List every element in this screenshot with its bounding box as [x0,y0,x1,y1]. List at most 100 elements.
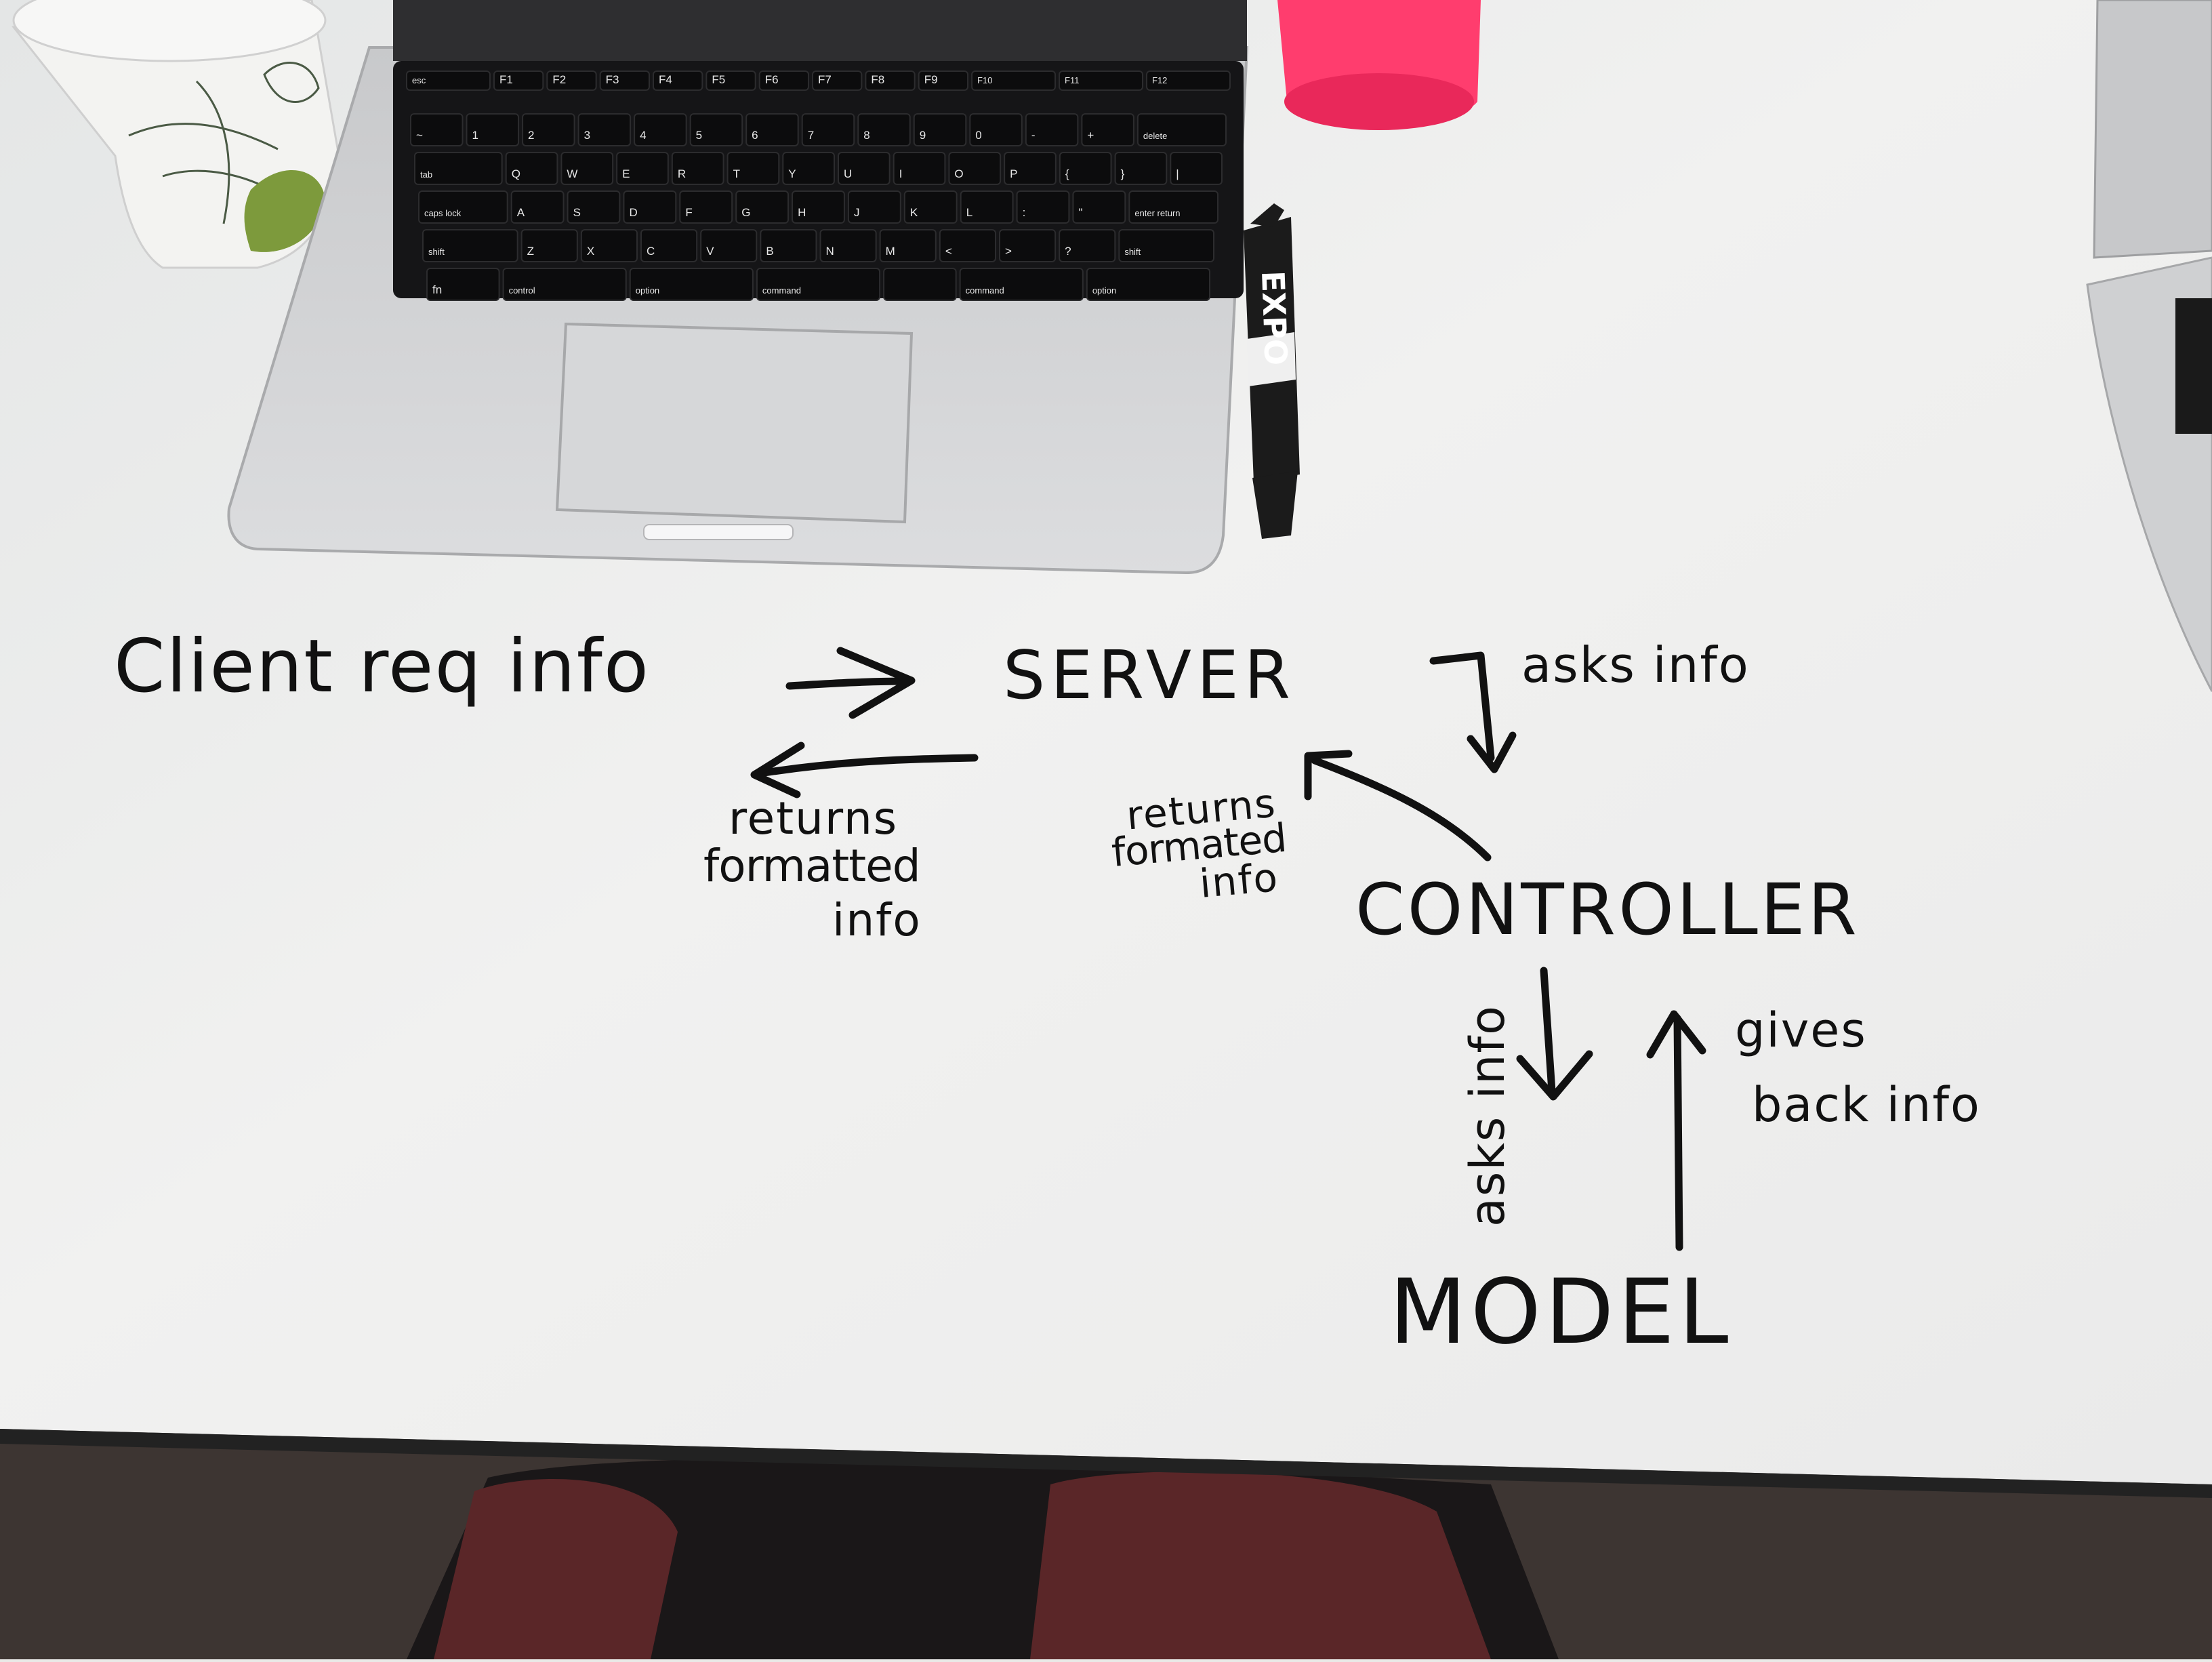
keyboard-key-label: { [1065,167,1069,180]
keyboard-key [418,190,508,224]
label-controller-to-server-line-3: info [1197,854,1281,907]
keyboard-key-label: A [517,206,525,219]
keyboard-key-label: J [854,206,860,219]
keyboard-key-label: O [954,167,963,180]
keyboard-key-label: F7 [818,73,832,86]
keyboard-key-label: option [636,285,659,296]
keyboard-key [903,190,958,224]
node-model: MODEL [1389,1260,1733,1364]
keyboard-key [640,229,698,262]
keyboard-key-label: ? [1065,245,1071,258]
keyboard-key [857,113,911,146]
keyboard-key-label: U [844,167,852,180]
label-server-to-client-line-1: returns [729,792,899,845]
keyboard-key-label: M [886,245,895,258]
keyboard-key-label: command [762,285,801,296]
keyboard-key-label: > [1005,245,1012,258]
keyboard-key [812,70,863,91]
keyboard-key [1114,152,1168,185]
keyboard-key [522,113,575,146]
edge-controller-to-server [1311,756,1492,862]
edge-server-to-client [752,754,979,778]
keyboard-key [760,229,817,262]
keyboard-key-label: - [1031,129,1036,142]
expo-marker: EXPO [1244,203,1300,539]
keyboard-key-label: V [706,245,714,258]
keyboard-key-label: C [647,245,655,258]
keyboard-key-label: F4 [659,73,672,86]
keyboard-key-label: fn [432,283,442,296]
keyboard-key [634,113,687,146]
keyboard-key-label: } [1121,167,1125,180]
keyboard-key-label: 8 [863,129,869,142]
keyboard-key-label: X [587,245,594,258]
keyboard-key [616,152,669,185]
keyboard-key-label: + [1087,129,1094,142]
keyboard-key [948,152,1002,185]
keyboard-key [414,152,503,185]
keyboard-key-label: T [733,167,740,180]
keyboard-key-label: I [899,167,903,180]
lid-notch [643,524,794,540]
keyboard-key [1025,113,1079,146]
keyboard-key [580,229,638,262]
keyboard-key [671,152,724,185]
keyboard-key [969,113,1023,146]
keyboard-key [546,70,597,91]
edge-model-to-controller [1673,1014,1683,1251]
arrowhead-controller-to-server [1304,750,1353,800]
keyboard-key [756,268,881,301]
keyboard-key [510,190,565,224]
keyboard-key [819,229,877,262]
keyboard-key [1128,190,1218,224]
keyboard-key [1059,70,1144,91]
keyboard-key [879,229,937,262]
keyboard-key-label: F1 [499,73,513,86]
screen-hinge [393,0,1247,61]
keyboard-key [847,190,901,224]
sweater-left [434,1479,678,1659]
keyboard-key-label: D [629,206,637,219]
keyboard-key [567,190,621,224]
keyboard-key [520,229,578,262]
keyboard-key [1059,152,1112,185]
keyboard-key [1136,113,1227,146]
keyboard-key-label: F10 [977,75,992,85]
edge-controller-to-model [1540,967,1556,1095]
keyboard-key-label: F8 [871,73,884,86]
keyboard-key [758,70,810,91]
diagram-edges [750,647,1706,1251]
keyboard-key-label: F9 [924,73,938,86]
keyboard-key [998,229,1057,262]
keyboard-key-label: 4 [640,129,646,142]
keyboard-key-label: shift [1124,247,1141,257]
label-controller-to-model: asks info [1460,1005,1515,1227]
keyboard-key [560,152,614,185]
keyboard-key-label: control [509,285,535,296]
keyboard-key-label: ~ [416,129,423,142]
node-client: Client req info [114,624,650,709]
keyboard-key [960,190,1014,224]
label-model-to-controller-line-1: gives [1735,1002,1867,1058]
keyboard-key-label: shift [428,247,445,257]
keyboard-key-label: P [1010,167,1017,180]
keyboard-key-label: Z [527,245,534,258]
keyboard-key [426,268,500,301]
edge-client-to-server [785,677,912,690]
keyboard-key-label: L [966,206,972,219]
node-controller: CONTROLLER [1355,868,1860,951]
second-laptop [2086,0,2212,692]
keyboard-key [883,268,957,301]
table-edge [0,1429,2212,1498]
keyboard-key-label: Q [512,167,520,180]
keyboard-key [493,70,544,91]
keyboard-key [502,268,627,301]
keyboard-key-label: 6 [752,129,758,142]
arrowhead-client-to-server [836,647,916,719]
keyboard-key [653,70,703,91]
keyboard-key [838,152,890,185]
keyboard-key [1146,70,1231,91]
